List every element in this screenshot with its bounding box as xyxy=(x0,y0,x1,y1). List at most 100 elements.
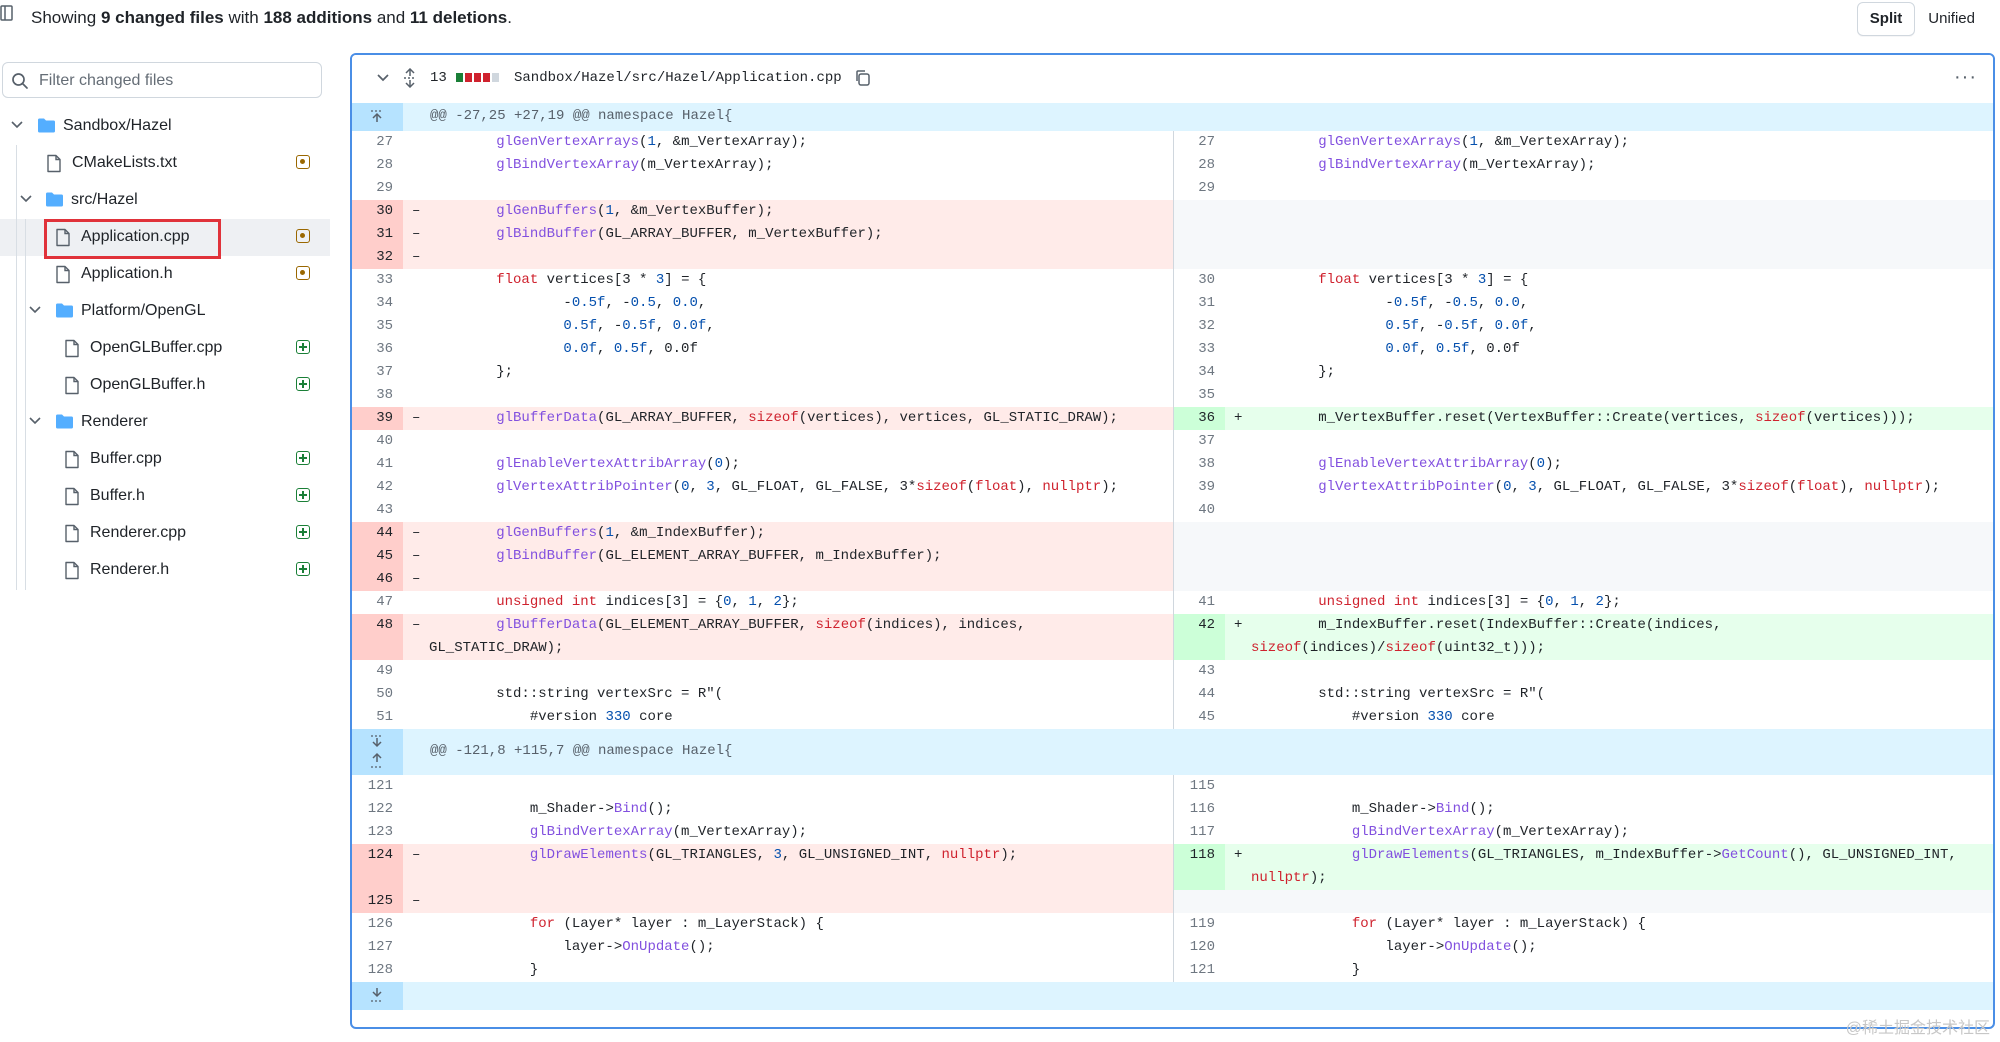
line-number[interactable]: 46 xyxy=(352,568,403,591)
line-number[interactable]: 41 xyxy=(1198,594,1215,610)
line-number[interactable]: 32 xyxy=(1198,318,1215,334)
line-number[interactable]: 37 xyxy=(376,364,393,380)
line-number[interactable]: 128 xyxy=(367,962,393,978)
tree-folder[interactable]: src/Hazel xyxy=(0,182,330,219)
line-number[interactable]: 45 xyxy=(1198,709,1215,725)
line-number[interactable]: 27 xyxy=(1198,134,1215,150)
line-number[interactable]: 41 xyxy=(376,456,393,472)
line-number[interactable]: 49 xyxy=(376,663,393,679)
line-number[interactable]: 35 xyxy=(1198,387,1215,403)
line-number[interactable]: 44 xyxy=(1198,686,1215,702)
tree-folder[interactable]: Platform/OpenGL xyxy=(0,293,330,330)
copy-icon[interactable] xyxy=(854,69,872,87)
diff-row: 29 29 xyxy=(352,177,1993,200)
line-number[interactable]: 123 xyxy=(367,824,393,840)
line-number[interactable] xyxy=(1174,568,1225,591)
code-line: 0.0f, 0.5f, 0.0f xyxy=(563,341,698,357)
more-options-icon[interactable]: ··· xyxy=(1954,66,1977,88)
tree-file[interactable]: Buffer.h xyxy=(0,478,330,515)
line-number[interactable]: 117 xyxy=(1189,824,1215,840)
line-number[interactable]: 30 xyxy=(352,200,403,223)
line-number[interactable]: 35 xyxy=(376,318,393,334)
line-number[interactable]: 51 xyxy=(376,709,393,725)
line-number[interactable]: 30 xyxy=(1198,272,1215,288)
code-line: glBufferData(GL_ELEMENT_ARRAY_BUFFER, si… xyxy=(429,617,1026,656)
line-number[interactable]: 122 xyxy=(367,801,393,817)
tree-file[interactable]: CMakeLists.txt xyxy=(0,145,330,182)
line-number[interactable]: 31 xyxy=(1198,295,1215,311)
line-number[interactable]: 34 xyxy=(376,295,393,311)
line-number[interactable]: 39 xyxy=(1198,479,1215,495)
line-number[interactable]: 124 xyxy=(352,844,403,890)
line-number[interactable]: 43 xyxy=(376,502,393,518)
tree-file[interactable]: Application.h xyxy=(0,256,330,293)
line-number[interactable]: 40 xyxy=(1198,502,1215,518)
split-view-button[interactable]: Split xyxy=(1856,2,1916,36)
expand-all-icon[interactable] xyxy=(402,68,418,88)
line-number[interactable]: 29 xyxy=(1198,180,1215,196)
tree-folder[interactable]: Renderer xyxy=(0,404,330,441)
line-number[interactable]: 27 xyxy=(376,134,393,150)
line-number[interactable]: 31 xyxy=(352,223,403,246)
line-number[interactable]: 38 xyxy=(376,387,393,403)
folder-icon xyxy=(56,414,73,429)
tree-file[interactable]: Renderer.cpp xyxy=(0,515,330,552)
line-number[interactable]: 28 xyxy=(376,157,393,173)
line-number[interactable]: 127 xyxy=(367,939,393,955)
line-number[interactable]: 45 xyxy=(352,545,403,568)
line-number[interactable]: 34 xyxy=(1198,364,1215,380)
line-number[interactable]: 47 xyxy=(376,594,393,610)
line-number[interactable] xyxy=(1174,223,1225,246)
expand-lines-icon[interactable] xyxy=(352,729,403,775)
line-number[interactable]: 42 xyxy=(1174,614,1225,660)
line-number[interactable]: 39 xyxy=(352,407,403,430)
line-number[interactable] xyxy=(1174,545,1225,568)
line-number[interactable]: 125 xyxy=(352,890,403,913)
line-number[interactable] xyxy=(1174,246,1225,269)
line-number[interactable]: 28 xyxy=(1198,157,1215,173)
tree-file[interactable]: Renderer.h xyxy=(0,552,330,589)
line-number[interactable]: 44 xyxy=(352,522,403,545)
line-number[interactable]: 36 xyxy=(376,341,393,357)
line-number[interactable]: 48 xyxy=(352,614,403,660)
tree-file[interactable]: OpenGLBuffer.cpp xyxy=(0,330,330,367)
line-number[interactable]: 118 xyxy=(1174,844,1225,890)
line-number[interactable] xyxy=(1174,200,1225,223)
file-path[interactable]: Sandbox/Hazel/src/Hazel/Application.cpp xyxy=(514,70,842,86)
line-number[interactable]: 43 xyxy=(1198,663,1215,679)
line-number[interactable]: 121 xyxy=(1189,962,1215,978)
tree-folder[interactable]: Sandbox/Hazel xyxy=(0,108,330,145)
line-number[interactable]: 37 xyxy=(1198,433,1215,449)
chevron-down-icon[interactable] xyxy=(10,120,24,130)
filter-files-input[interactable] xyxy=(37,63,319,99)
chevron-down-icon[interactable] xyxy=(19,194,33,204)
line-number[interactable]: 40 xyxy=(376,433,393,449)
line-number[interactable]: 121 xyxy=(367,778,393,794)
expand-lines-icon[interactable] xyxy=(352,103,403,131)
line-number[interactable]: 115 xyxy=(1189,778,1215,794)
tree-file[interactable]: OpenGLBuffer.h xyxy=(0,367,330,404)
sidebar-toggle-icon[interactable] xyxy=(0,4,14,24)
tree-file[interactable]: Buffer.cpp xyxy=(0,441,330,478)
tree-file[interactable]: Application.cpp xyxy=(0,219,330,256)
line-number[interactable]: 33 xyxy=(376,272,393,288)
line-number[interactable]: 50 xyxy=(376,686,393,702)
line-number[interactable]: 36 xyxy=(1174,407,1225,430)
line-number[interactable]: 120 xyxy=(1189,939,1215,955)
line-number[interactable] xyxy=(1174,522,1225,545)
line-number[interactable]: 116 xyxy=(1189,801,1215,817)
line-number[interactable]: 126 xyxy=(367,916,393,932)
chevron-down-icon[interactable] xyxy=(28,416,42,426)
line-number[interactable]: 29 xyxy=(376,180,393,196)
line-number[interactable] xyxy=(1174,890,1225,913)
diff-row: 128 }121 } xyxy=(352,959,1993,982)
line-number[interactable]: 38 xyxy=(1198,456,1215,472)
line-number[interactable]: 119 xyxy=(1189,916,1215,932)
unified-view-button[interactable]: Unified xyxy=(1928,10,1975,27)
expand-down-icon[interactable] xyxy=(352,982,403,1010)
chevron-down-icon[interactable] xyxy=(376,73,390,83)
line-number[interactable]: 42 xyxy=(376,479,393,495)
line-number[interactable]: 32 xyxy=(352,246,403,269)
chevron-down-icon[interactable] xyxy=(28,305,42,315)
line-number[interactable]: 33 xyxy=(1198,341,1215,357)
